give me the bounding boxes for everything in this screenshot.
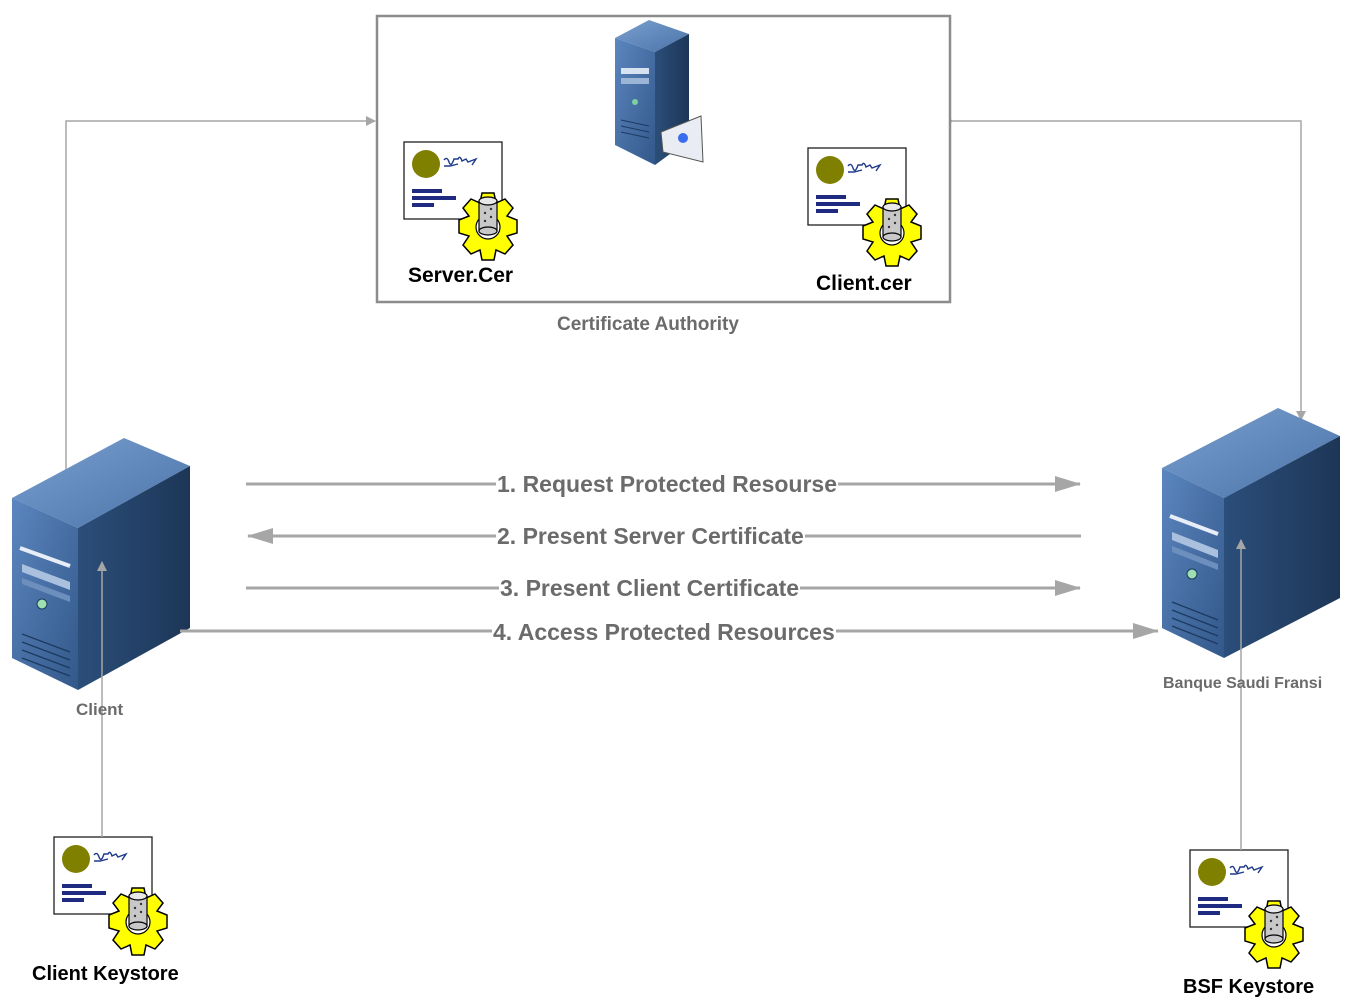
message-label-4: 4. Access Protected Resources	[492, 618, 836, 646]
message-label-2: 2. Present Server Certificate	[496, 522, 805, 550]
bsf-server-icon	[1162, 408, 1340, 658]
certificate-authority-label: Certificate Authority	[557, 314, 739, 335]
client-label: Client	[76, 700, 124, 719]
client-keystore-label: Client Keystore	[32, 963, 179, 985]
ca-server-icon	[615, 20, 704, 165]
bsf-keystore-icon	[1189, 849, 1304, 969]
server-cert-label: Server.Cer	[408, 264, 514, 287]
client-cert-label: Client.cer	[816, 272, 912, 295]
client-server-icon	[12, 438, 190, 690]
message-label-3: 3. Present Client Certificate	[499, 574, 801, 602]
bsf-label: Banque Saudi Fransi	[1163, 675, 1323, 692]
ca-to-client-connector	[61, 116, 376, 479]
message-label-1: 1. Request Protected Resourse	[496, 470, 839, 498]
client-keystore-icon	[53, 836, 168, 956]
bsf-keystore-label: BSF Keystore	[1183, 976, 1315, 998]
ca-to-bsf-connector	[944, 116, 1306, 421]
